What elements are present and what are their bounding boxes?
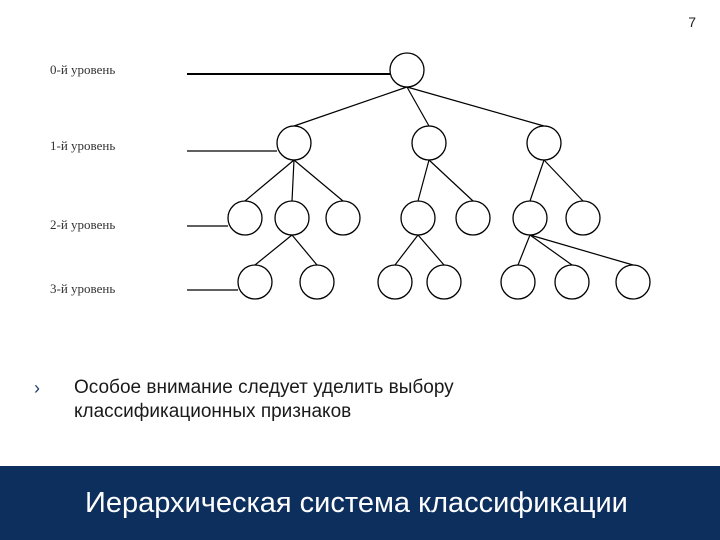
tree-node <box>500 264 536 300</box>
tree-node <box>411 125 447 161</box>
tree-node <box>512 200 548 236</box>
tree-edge <box>529 234 573 266</box>
tree-edge <box>417 234 445 266</box>
bullet-chevron-icon: › <box>34 378 40 398</box>
tree-node <box>426 264 462 300</box>
level-label: 3-й уровень <box>50 281 115 296</box>
bullet-text-line-1: Особое внимание следует уделить выбору <box>74 377 454 398</box>
tree-node <box>325 200 361 236</box>
tree-edge <box>293 159 344 202</box>
tree-node <box>554 264 590 300</box>
bullet-text: Особое внимание следует уделить выбору к… <box>74 376 634 424</box>
bullet-text-line-2: классификационных признаков <box>74 401 352 422</box>
tree-edge <box>406 86 545 127</box>
tree-edge <box>529 234 634 266</box>
tree-node <box>565 200 601 236</box>
tree-node <box>299 264 335 300</box>
tree-node <box>274 200 310 236</box>
tree-edge <box>428 159 474 202</box>
tree-edge <box>394 234 419 266</box>
tree-edge <box>417 159 430 202</box>
page-number: 7 <box>688 14 696 30</box>
level-label: 2-й уровень <box>50 217 115 232</box>
hierarchy-diagram: 0-й уровень 1-й уровень 2-й уровень 3-й уро… <box>50 52 651 300</box>
tree-node <box>276 125 312 161</box>
tree-node <box>615 264 651 300</box>
level-label: 1-й уровень <box>50 138 115 153</box>
tree-edge <box>244 159 295 202</box>
tree-edge <box>543 159 584 202</box>
tree-node <box>400 200 436 236</box>
tree-node <box>526 125 562 161</box>
tree-node <box>389 52 425 88</box>
slide-title: Иерархическая система классификации <box>85 487 628 519</box>
tree-edge <box>254 234 293 266</box>
tree-node <box>455 200 491 236</box>
tree-edge <box>291 159 295 202</box>
tree-edge <box>529 159 545 202</box>
tree-edge <box>293 86 408 127</box>
tree-node <box>227 200 263 236</box>
tree-node <box>237 264 273 300</box>
tree-node <box>377 264 413 300</box>
title-bar <box>0 466 720 540</box>
tree-edge <box>517 234 531 266</box>
level-label: 0-й уровень <box>50 62 115 77</box>
tree-edge <box>291 234 318 266</box>
tree-edge <box>406 86 430 127</box>
